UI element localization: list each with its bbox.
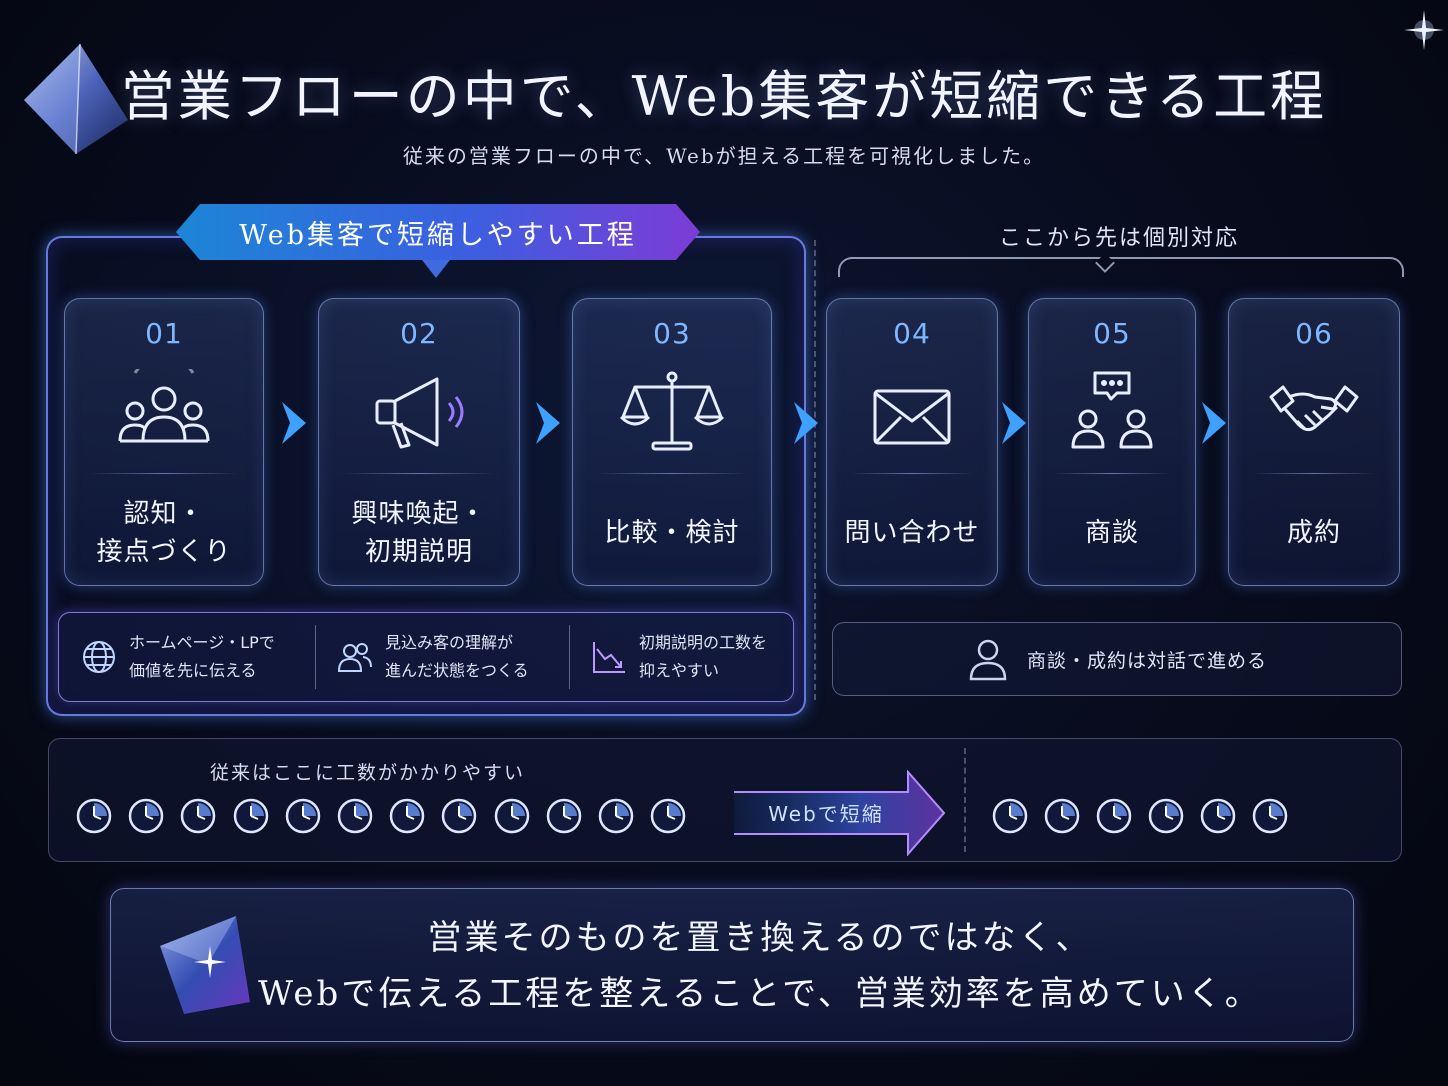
step-label: 成約 <box>1286 518 1341 548</box>
clock-icon <box>650 798 686 834</box>
step-card-04: 04 問い合わせ <box>826 298 998 586</box>
benefit-text: 初期説明の工数を 抑えやすい <box>639 633 768 680</box>
handshake-icon <box>1269 385 1359 432</box>
card-divider <box>89 473 239 474</box>
benefit-item: ホームページ・LPで 価値を先に伝える <box>81 613 311 701</box>
clock-icon <box>442 798 477 834</box>
meeting-chat-icon <box>1071 371 1153 449</box>
step-number: 02 <box>400 317 438 350</box>
card-divider <box>343 473 495 474</box>
step-label: 問い合わせ <box>844 518 980 548</box>
clock-icon <box>76 798 112 834</box>
clock-icon <box>1044 798 1080 834</box>
individual-handling-caption: ここから先は個別対応 <box>998 226 1239 251</box>
clock-icon <box>1148 798 1184 834</box>
web-shortening-banner: Web集客で短縮しやすい工程 <box>176 204 700 260</box>
envelope-icon <box>873 389 951 445</box>
sparkle-icon <box>1404 10 1444 50</box>
person-icon <box>969 639 1007 681</box>
step-label: 興味喚起・ 初期説明 <box>351 499 487 567</box>
card-divider <box>1053 473 1171 474</box>
people-group-icon <box>118 369 210 443</box>
clock-icon <box>1200 798 1236 834</box>
clock-icon <box>337 798 373 834</box>
benefit-separator <box>569 625 570 689</box>
caption-bracket <box>838 257 1404 277</box>
clock-icon <box>181 798 216 834</box>
step-number: 01 <box>145 317 183 350</box>
users-icon <box>337 643 372 672</box>
chevron-right-icon <box>794 402 818 444</box>
chevron-right-icon <box>1002 402 1026 444</box>
conclusion-message: 営業そのものを置き換えるのではなく、 Webで伝える工程を整えることで、営業効率… <box>258 918 1262 1014</box>
chart-down-icon <box>593 642 625 673</box>
step-card-06: 06 成約 <box>1228 298 1400 586</box>
conclusion-box <box>110 888 1354 1042</box>
clock-icon <box>992 798 1028 834</box>
web-benefits-bar: ホームページ・LPで 価値を先に伝える 見込み客の理解が 進んだ状態をつくる 初… <box>58 612 794 702</box>
chevron-right-icon <box>536 402 560 444</box>
step-label: 認知・ 接点づくり <box>96 499 232 567</box>
step-label: 商談 <box>1084 518 1139 548</box>
benefit-item: 初期説明の工数を 抑えやすい <box>591 613 791 701</box>
clock-icon <box>389 798 425 834</box>
comparison-divider <box>964 748 966 852</box>
step-number: 05 <box>1093 317 1131 350</box>
shorten-arrow-icon <box>734 770 946 856</box>
page-title: 営業フローの中で、Web集客が短縮できる工程 <box>120 65 1328 128</box>
clock-icon <box>598 798 634 834</box>
step-card-05: 05 商談 <box>1028 298 1196 586</box>
megaphone-icon <box>375 377 464 449</box>
chevron-right-icon <box>282 402 306 444</box>
clock-icon <box>1096 798 1132 834</box>
clock-icon <box>128 798 164 834</box>
step-label: 比較・検討 <box>604 518 740 548</box>
clock-icon <box>546 798 582 834</box>
page-subtitle: 従来の営業フローの中で、Webが担える工程を可視化しました。 <box>402 144 1046 168</box>
benefit-text: 見込み客の理解が 進んだ状態をつくる <box>385 633 529 680</box>
step-card-03: 03 比較・検討 <box>572 298 772 586</box>
card-divider <box>851 473 973 474</box>
card-divider <box>1253 473 1375 474</box>
clock-icon <box>1252 798 1288 834</box>
crystal-gem-icon <box>160 916 250 1014</box>
chevron-right-icon <box>1202 402 1226 444</box>
crystal-gem-icon <box>24 43 128 155</box>
clock-icon <box>494 798 529 834</box>
globe-icon <box>83 641 115 673</box>
individual-talk-note: 商談・成約は対話で進める <box>832 622 1402 696</box>
benefit-text: ホームページ・LPで 価値を先に伝える <box>129 633 275 680</box>
clock-icon <box>233 798 268 834</box>
step-number: 04 <box>893 317 931 350</box>
benefit-separator <box>315 625 316 689</box>
card-divider <box>597 473 747 474</box>
banner-pointer <box>422 260 450 278</box>
step-number: 06 <box>1295 317 1333 350</box>
workload-caption: 従来はここに工数がかかりやすい <box>210 762 526 784</box>
shorten-arrow-label: Webで短縮 <box>768 802 884 826</box>
clock-icon <box>285 798 321 834</box>
step-card-02: 02 興味喚起・ 初期説明 <box>318 298 520 586</box>
talk-note-text: 商談・成約は対話で進める <box>1026 649 1267 672</box>
workload-comparison <box>48 738 1402 862</box>
step-number: 03 <box>653 317 691 350</box>
section-divider <box>814 240 816 700</box>
scales-icon <box>619 371 725 451</box>
step-card-01: 01 認知・ 接点づくり <box>64 298 264 586</box>
benefit-item: 見込み客の理解が 進んだ状態をつくる <box>337 613 567 701</box>
